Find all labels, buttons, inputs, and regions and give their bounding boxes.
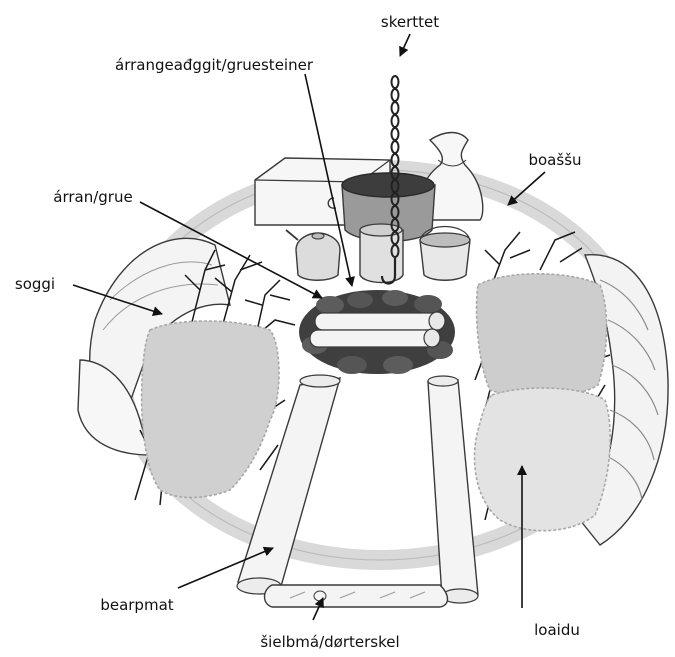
fur-soggi: [142, 321, 279, 498]
fur-right-upper: [477, 274, 607, 397]
label-soggi: soggi: [15, 275, 55, 293]
label-sielbma: šielbmá/dørterskel: [260, 633, 399, 651]
log-right: [428, 376, 478, 603]
label-skerttet: skerttet: [381, 13, 439, 31]
log-threshold: [265, 585, 448, 607]
arrow-skerttet: [400, 34, 410, 56]
label-arrangeadggit: árrangeađggit/gruesteiner: [115, 56, 314, 74]
label-arran: árran/grue: [53, 188, 132, 206]
label-bearpmat: bearpmat: [100, 596, 173, 614]
fur-loaidu: [474, 388, 610, 531]
label-loaidu: loaidu: [534, 621, 580, 639]
bucket: [420, 227, 470, 281]
firewood: [310, 312, 445, 347]
kettle: [286, 230, 340, 280]
label-bossu: boaššu: [528, 151, 581, 169]
